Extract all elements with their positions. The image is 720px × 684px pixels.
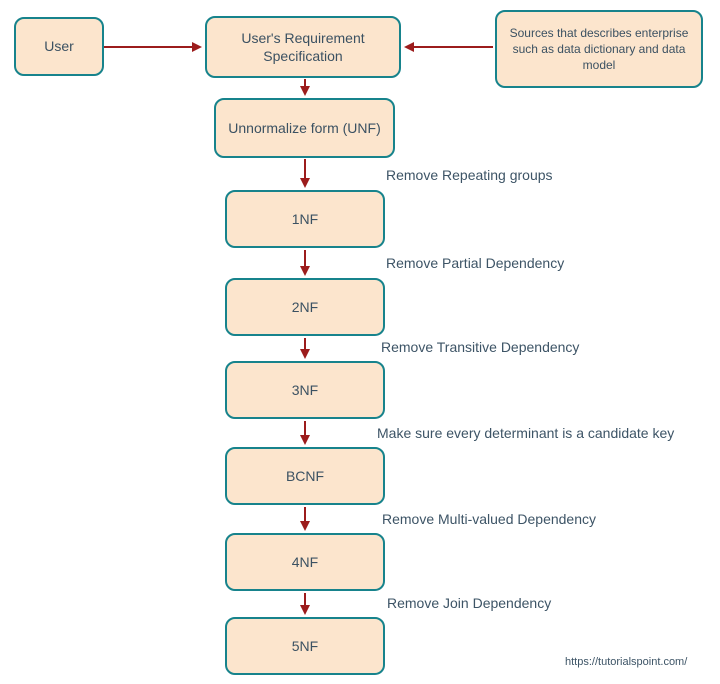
node-unf-label: Unnormalize form (UNF) (228, 119, 381, 136)
edge-label-remove-multivalued-dependency: Remove Multi-valued Dependency (382, 511, 596, 527)
edge-label-remove-transitive-dependency: Remove Transitive Dependency (381, 339, 580, 355)
node-sources-label-line3: model (582, 58, 616, 73)
node-1nf-label: 1NF (291, 210, 319, 227)
node-sources-label-line2: such as data dictionary and data (512, 41, 686, 56)
node-requirement-spec-label: User's Requirement Specification (241, 29, 365, 64)
edge-label-remove-join-dependency: Remove Join Dependency (387, 595, 552, 611)
edge-label-remove-repeating-groups: Remove Repeating groups (386, 167, 553, 183)
edge-label-remove-partial-dependency: Remove Partial Dependency (386, 255, 565, 271)
node-3nf: 3NF (225, 361, 385, 419)
node-user: User (14, 17, 104, 76)
node-5nf-label: 5NF (291, 637, 319, 654)
node-user-label: User (44, 38, 74, 55)
node-5nf: 5NF (225, 617, 385, 675)
node-4nf-label: 4NF (291, 553, 319, 570)
node-requirement-spec: User's Requirement Specification (205, 16, 401, 78)
node-bcnf: BCNF (225, 447, 385, 505)
node-1nf: 1NF (225, 190, 385, 248)
node-sources: Sources that describes enterprise such a… (495, 10, 703, 88)
node-sources-label-line1: Sources that describes enterprise (509, 25, 689, 40)
node-2nf: 2NF (225, 278, 385, 336)
watermark-url: https://tutorialspoint.com/ (565, 656, 688, 668)
edge-label-determinant-candidate-key: Make sure every determinant is a candida… (377, 425, 675, 441)
node-3nf-label: 3NF (291, 381, 319, 398)
node-4nf: 4NF (225, 533, 385, 591)
node-bcnf-label: BCNF (285, 467, 325, 484)
node-unf: Unnormalize form (UNF) (214, 98, 395, 158)
node-2nf-label: 2NF (291, 298, 319, 315)
